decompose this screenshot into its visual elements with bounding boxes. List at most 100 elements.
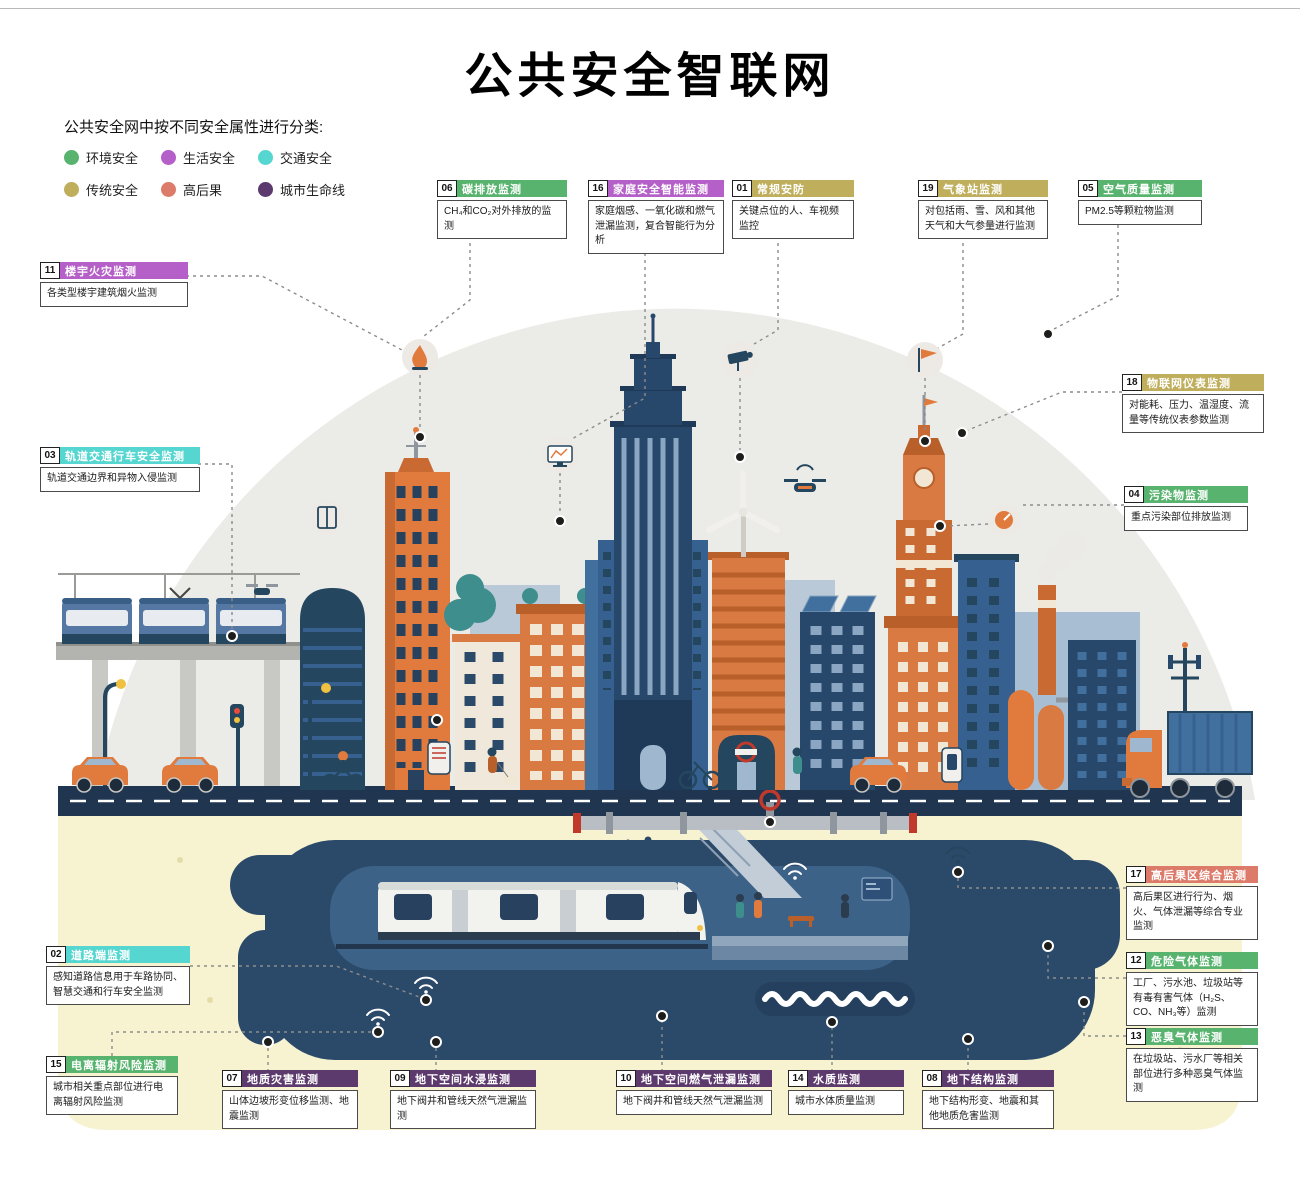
callout-number: 13	[1126, 1028, 1146, 1045]
water-quality-blob	[755, 982, 915, 1016]
callout-number: 10	[616, 1070, 636, 1087]
callout-desc: 在垃圾站、污水厂等相关部位进行多种恶臭气体监测	[1126, 1048, 1258, 1102]
callout-title: 恶臭气体监测	[1146, 1028, 1258, 1045]
callout-title: 空气质量监测	[1098, 180, 1202, 197]
callout-title: 地质灾害监测	[242, 1070, 358, 1087]
legend-item-life: 生活安全	[161, 148, 258, 167]
callout-title: 地下结构监测	[942, 1070, 1054, 1087]
traffic-color-dot	[258, 150, 273, 165]
road	[58, 786, 1242, 816]
legend-item-environment: 环境安全	[64, 148, 161, 167]
callout-desc: 对包括雨、雪、风和其他天气和大气参量进行监测	[918, 200, 1048, 239]
drone-icon	[246, 584, 278, 595]
callout-title: 碳排放监测	[457, 180, 567, 197]
callout-number: 03	[40, 447, 60, 464]
callout-desc: 地下阀井和管线天然气泄漏监测	[616, 1090, 772, 1115]
callout-title: 危险气体监测	[1146, 952, 1258, 969]
connector-lines	[111, 222, 1126, 1072]
callout-desc: 关键点位的人、车视频监控	[732, 200, 854, 239]
callout-title: 水质监测	[808, 1070, 904, 1087]
callout-desc: 城市相关重点部位进行电离辐射风险监测	[46, 1076, 178, 1115]
legend-item-traditional: 传统安全	[64, 180, 161, 199]
street-details	[71, 679, 963, 793]
life-color-dot	[161, 150, 176, 165]
callout-number: 04	[1124, 486, 1144, 503]
callout-desc: 城市水体质量监测	[788, 1090, 904, 1115]
subway-entrance	[718, 735, 775, 790]
callout-desc: 工厂、污水池、垃圾站等有毒有害气体（H₂S、CO、NH₃等）监测	[1126, 972, 1258, 1026]
page-title: 公共安全智联网	[464, 50, 836, 103]
legend-label: 生活安全	[183, 151, 236, 166]
callout-number: 16	[588, 180, 608, 197]
station-platform	[712, 877, 908, 960]
sensor-nodes	[226, 328, 1090, 1048]
callout-title: 电离辐射风险监测	[66, 1056, 178, 1073]
callout-desc: PM2.5等颗粒物监测	[1078, 200, 1202, 225]
wind-turbine	[706, 471, 780, 557]
legend-item-high-consequence: 高后果	[161, 180, 258, 199]
callout-desc: 各类型楼宇建筑烟火监测	[40, 282, 188, 307]
callout-title: 气象站监测	[938, 180, 1048, 197]
callout-number: 12	[1126, 952, 1146, 969]
solar-roof-building	[800, 595, 877, 790]
callout-desc: 地下结构形变、地震和其他地质危害监测	[922, 1090, 1054, 1129]
high-consequence-color-dot	[161, 182, 176, 197]
gas-pipe	[573, 789, 917, 834]
callout-number: 01	[732, 180, 752, 197]
callout-desc: 轨道交通边界和异物入侵监测	[40, 467, 200, 492]
callout-title: 地下空间燃气泄漏监测	[636, 1070, 772, 1087]
callout-number: 09	[390, 1070, 410, 1087]
wifi-icon	[366, 1008, 390, 1026]
legend-label: 城市生命线	[280, 183, 346, 198]
pipe-valve-icon	[759, 789, 781, 818]
callout-desc: 家庭烟感、一氧化碳和燃气泄漏监测，复合智能行为分析	[588, 200, 724, 254]
monitor-icon	[542, 437, 578, 473]
environment-color-dot	[64, 150, 79, 165]
wifi-icon	[946, 846, 970, 864]
top-divider	[0, 8, 1300, 9]
cargo-truck	[1122, 711, 1253, 798]
callout-number: 11	[40, 262, 60, 279]
elevated-rail-train	[56, 573, 308, 786]
safety-category-legend: 环境安全 生活安全 交通安全 传统安全 高后果 城市生命线	[64, 148, 404, 212]
legend-label: 高后果	[183, 183, 223, 198]
callout-desc: 感知道路信息用于车路协同、智慧交通和行车安全监测	[46, 966, 190, 1005]
callout-number: 14	[788, 1070, 808, 1087]
callout-title: 地下空间水浸监测	[410, 1070, 536, 1087]
legend-label: 交通安全	[280, 151, 333, 166]
callout-desc: 对能耗、压力、温湿度、流量等传统仪表参数监测	[1122, 394, 1264, 433]
traditional-color-dot	[64, 182, 79, 197]
drone-icon	[784, 464, 826, 492]
city-buildings	[300, 313, 1201, 790]
central-skyscraper	[585, 313, 708, 790]
industrial-plant	[1008, 532, 1136, 790]
callout-title: 家庭安全智能监测	[608, 180, 724, 197]
lifeline-color-dot	[258, 182, 273, 197]
callout-number: 05	[1078, 180, 1098, 197]
callout-number: 17	[1126, 866, 1146, 883]
flame-icon	[402, 339, 438, 375]
gauge-icon	[988, 504, 1020, 536]
callout-number: 18	[1122, 374, 1142, 391]
callout-desc: CH₄和CO₂对外排放的监测	[437, 200, 567, 239]
callout-number: 08	[922, 1070, 942, 1087]
callout-number: 19	[918, 180, 938, 197]
callout-number: 07	[222, 1070, 242, 1087]
wifi-icon	[783, 862, 807, 880]
